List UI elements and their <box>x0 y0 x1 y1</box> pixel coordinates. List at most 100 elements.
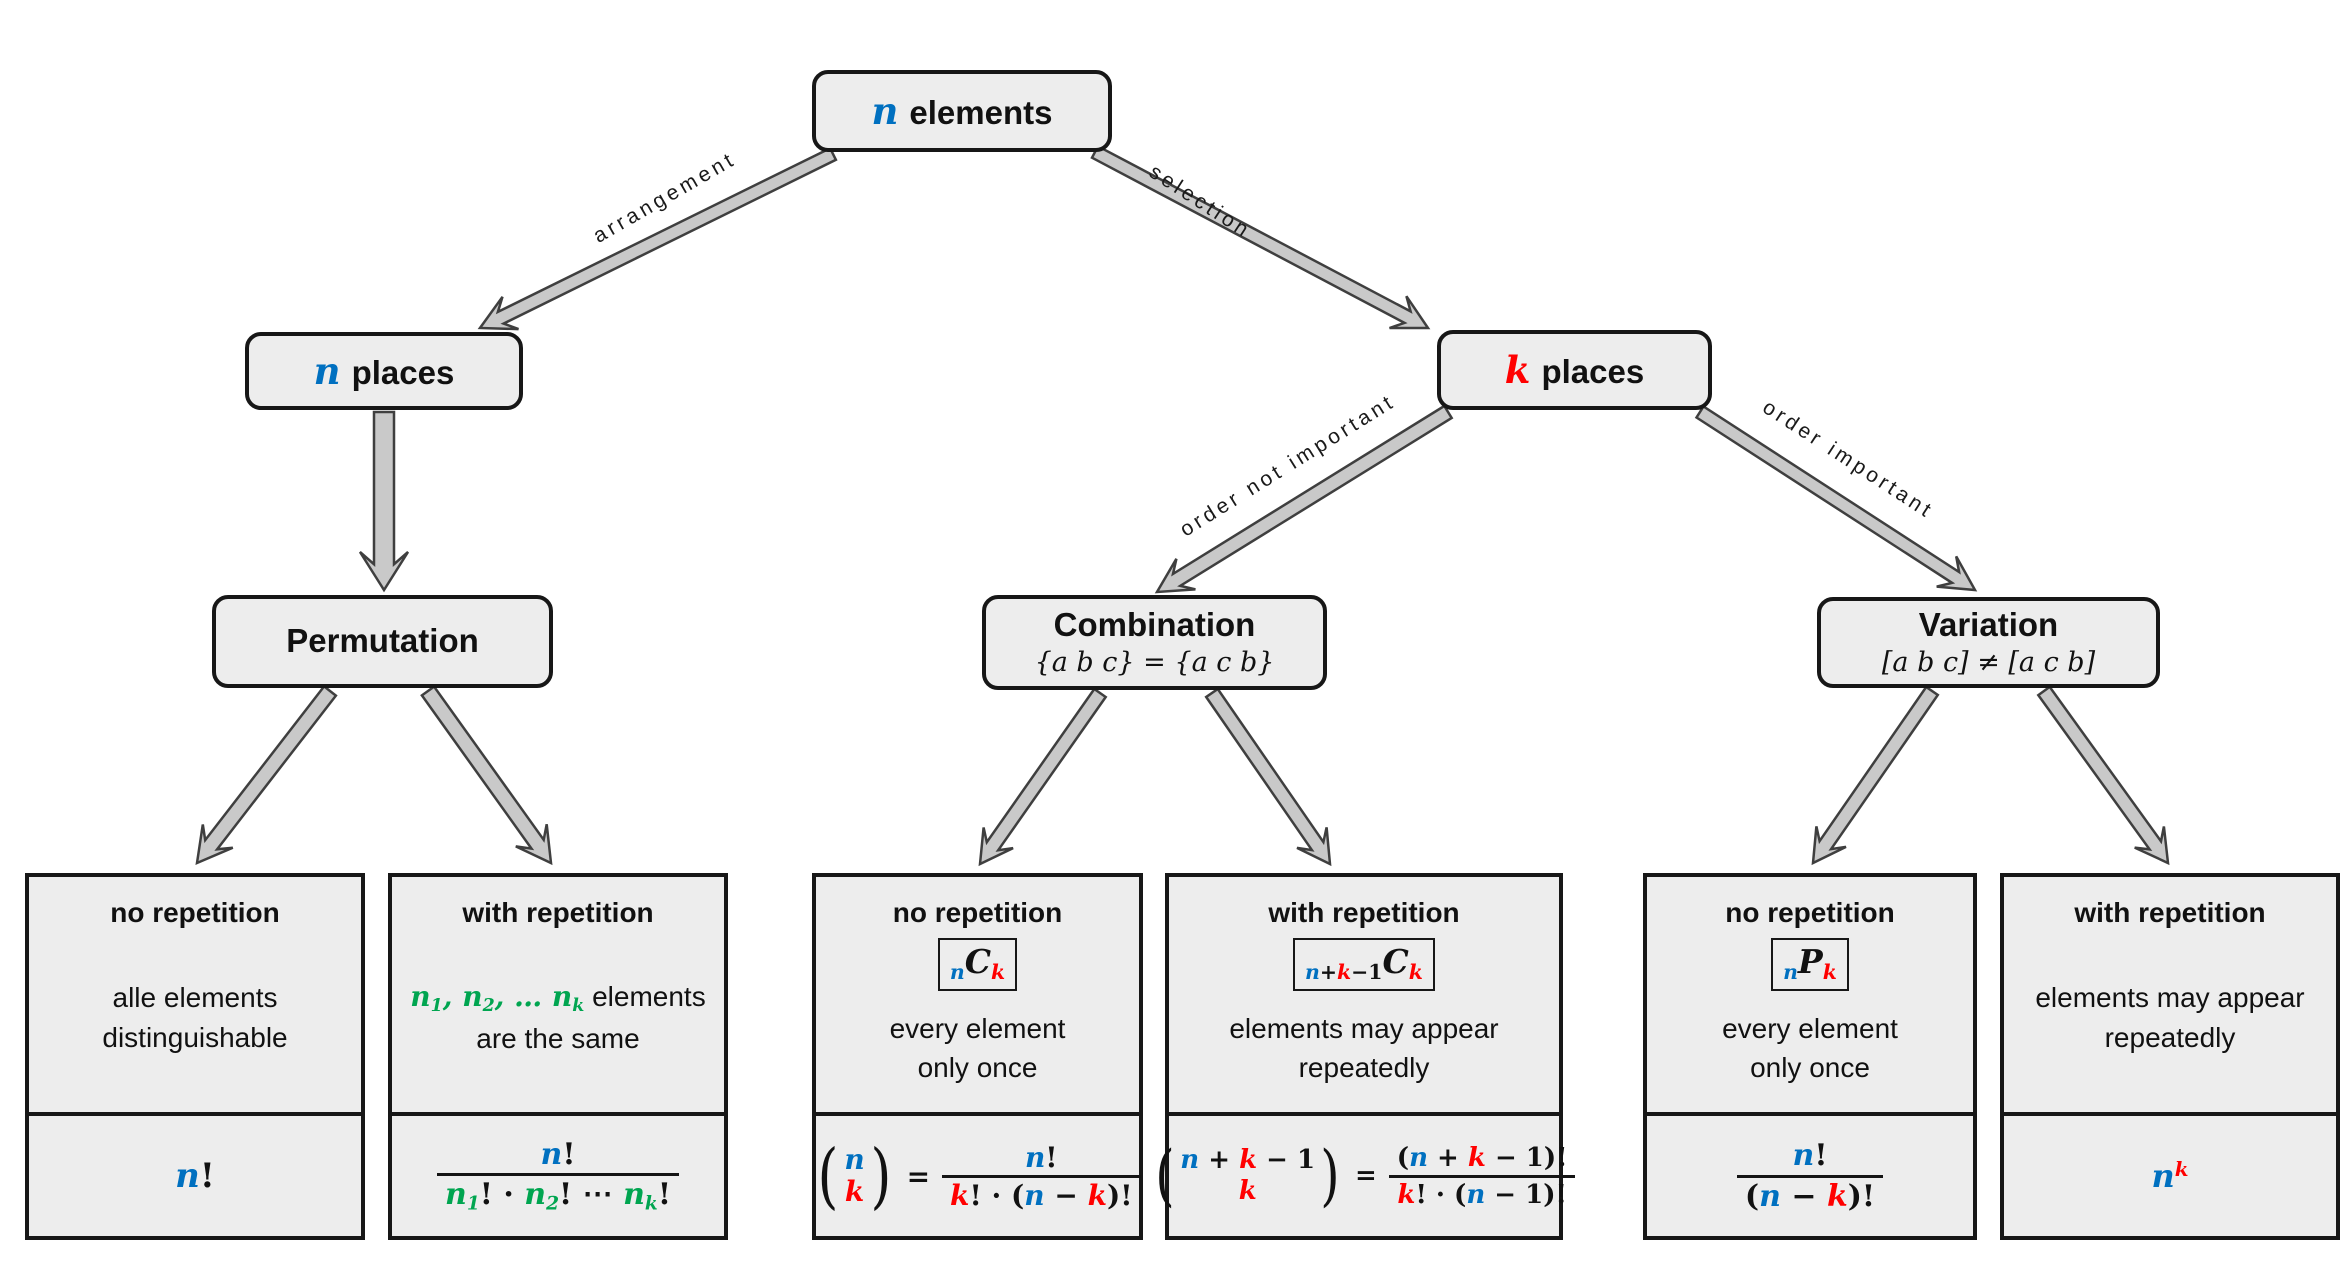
leaf-symbol-badge: nPk <box>1771 938 1849 991</box>
formula-fraction: (n + k − 1)!k! · (n − 1)! <box>1389 1141 1576 1211</box>
arrow-n-elements-to-n-places <box>477 146 838 331</box>
desc-line: are the same <box>476 1019 639 1058</box>
math-segment: n <box>1759 1178 1781 1214</box>
leaf-symbol-badge: n+k−1Ck <box>1293 938 1435 991</box>
math-segment: k <box>1826 1178 1848 1214</box>
math-segment: −1 <box>1351 960 1383 985</box>
fraction-numerator: n! <box>533 1136 584 1174</box>
leaf-heading: with repetition <box>2074 897 2266 928</box>
math-segment: − <box>1044 1178 1088 1212</box>
math-segment: ! ⋯ <box>559 1177 624 1213</box>
node-variation-subtitle: [a b c] ≠ [a c b] <box>1881 646 2096 678</box>
math-segment: n <box>1466 1179 1486 1210</box>
math-segment: n <box>1783 960 1798 985</box>
leaf-description: elements may appear repeatedly <box>1229 991 1498 1112</box>
math-segment: elements <box>584 981 706 1013</box>
leaf-symbol-badge: nCk <box>937 938 1018 991</box>
math-segment: ! · ( <box>1415 1179 1467 1210</box>
leaf-description: elements may appear repeatedly <box>2035 929 2304 1112</box>
math-segment: ! <box>1045 1140 1058 1174</box>
fraction-numerator: n! <box>1017 1140 1066 1175</box>
math-segment: ! · ( <box>969 1178 1025 1212</box>
math-segment: n <box>1409 1143 1428 1173</box>
left-paren: ( <box>817 1134 839 1218</box>
node-label: elements <box>909 93 1053 131</box>
fraction-denominator: k! · (n − k)! <box>942 1174 1141 1213</box>
equals-sign: = <box>1354 1161 1377 1191</box>
leaf-formula: n!(n − k)! <box>1647 1116 1973 1236</box>
leaf-formula: n!n1! · n2! ⋯ nk! <box>392 1116 724 1236</box>
math-segment: ! <box>199 1156 215 1196</box>
math-segment: n <box>175 1156 200 1196</box>
math-segment: , <box>442 980 463 1014</box>
math-segment: alle elements <box>112 982 278 1014</box>
node-variation-title: Variation <box>1918 606 2059 644</box>
math-segment: k <box>1087 1178 1107 1212</box>
math-segment: 1 <box>466 1193 480 1215</box>
math-segment: k <box>950 1178 970 1212</box>
math-segment: C <box>1382 942 1409 981</box>
math-segment: − 1)! <box>1485 1179 1567 1210</box>
fraction-numerator: (n + k − 1)! <box>1389 1141 1576 1175</box>
math-segment: , … <box>494 980 552 1014</box>
math-segment: are the same <box>476 1022 640 1054</box>
binomial-bottom: k <box>1239 1176 1257 1207</box>
arrow-combination-to-no-repetition <box>978 687 1108 867</box>
math-segment: n <box>1024 1140 1046 1174</box>
node-variation: Variation [a b c] ≠ [a c b] <box>1817 597 2160 688</box>
math-var-k: k <box>1504 347 1531 392</box>
math-segment: + <box>1427 1143 1468 1173</box>
desc-line: every element <box>890 1009 1066 1048</box>
leaf-formula: n! <box>29 1116 361 1236</box>
math-segment: n <box>2151 1157 2175 1195</box>
math-segment: only once <box>917 1052 1038 1084</box>
desc-line: repeatedly <box>2105 1018 2236 1057</box>
math-segment: repeatedly <box>2104 1021 2236 1053</box>
math-segment: k <box>1397 1179 1416 1210</box>
math-segment: k <box>1239 1145 1258 1176</box>
arrow-permutation-to-with-repetition <box>420 684 553 866</box>
fraction-denominator: n1! · n2! ⋯ nk! <box>437 1173 679 1216</box>
right-paren: ) <box>870 1134 892 1218</box>
node-combination-subtitle: {a b c} = {a c b} <box>1034 646 1275 678</box>
leaf-heading: with repetition <box>462 897 654 928</box>
desc-line: only once <box>1750 1048 1870 1087</box>
math-segment: k <box>990 960 1006 985</box>
math-segment: k <box>844 1175 865 1208</box>
leaf-heading: no repetition <box>1725 897 1895 928</box>
math-segment: 1 <box>430 996 443 1017</box>
math-segment: n <box>1180 1145 1200 1176</box>
math-segment: − 1)! <box>1485 1143 1568 1173</box>
math-segment: k <box>572 996 585 1017</box>
node-combination: Combination {a b c} = {a c b} <box>982 595 1327 690</box>
desc-line: elements may appear <box>1229 1009 1498 1048</box>
math-segment: repeatedly <box>1298 1052 1430 1084</box>
math-segment: ! <box>562 1136 576 1172</box>
math-segment: every element <box>1722 1013 1898 1045</box>
binomial-top: n + k − 1 <box>1180 1145 1315 1176</box>
math-segment: elements may appear <box>2035 982 2305 1014</box>
math-segment: n <box>949 960 965 985</box>
fraction-denominator: k! · (n − 1)! <box>1389 1174 1575 1212</box>
math-segment: n <box>445 1177 467 1213</box>
